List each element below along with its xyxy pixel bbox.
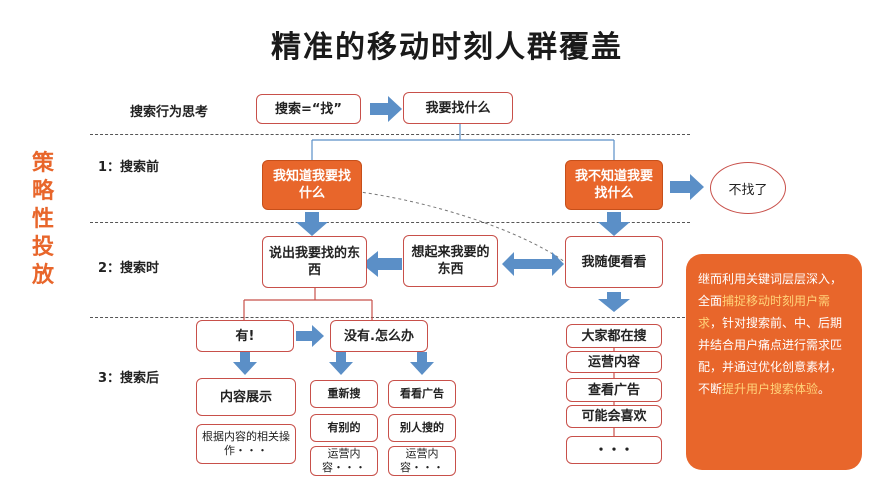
not-found-oval: 不找了 (710, 162, 786, 214)
arrow-down (233, 352, 257, 375)
note-text: ，针对搜索前、中、后期并结合用户痛点进行需求匹配，并通过优化创意素材，不断 (698, 316, 843, 396)
ops-content-box: 运营内容・・・ (388, 446, 456, 476)
stage-before: 1：搜索前 (98, 160, 160, 175)
arrow-down (598, 212, 630, 236)
summary-note: 继而利用关键词层层深入，全面捕捉移动时刻用户需求，针对搜索前、中、后期并结合用户… (686, 254, 862, 470)
separator-line (90, 222, 690, 223)
diagram-title: 精准的移动时刻人群覆盖 (271, 30, 623, 65)
note-text: 继而利用关键词层层深入，全面 (698, 272, 843, 308)
content-display-box: 内容展示 (196, 378, 296, 416)
separator-line (90, 317, 690, 318)
stage-during: 2：搜索时 (98, 261, 160, 276)
what-to-find-box: 我要找什么 (403, 92, 513, 124)
more-dots-box: ・・・ (566, 436, 662, 464)
arrow-right (296, 325, 324, 347)
see-ads-box: 看看广告 (388, 380, 456, 408)
arrow-right (670, 174, 704, 200)
remember-box: 想起来我要的东西 (403, 235, 498, 287)
browse-box: 我随便看看 (565, 236, 663, 288)
view-ads-box: 查看广告 (566, 378, 662, 402)
arrow-left (362, 251, 402, 277)
arrow-down (598, 292, 630, 312)
stage-think: 搜索行为思考 (130, 105, 209, 120)
arrow-down (329, 352, 353, 375)
other-search-box: 别人搜的 (388, 414, 456, 442)
dont-know-box: 我不知道我要找什么 (565, 160, 663, 210)
search-equals-find-box: 搜索=“找” (256, 94, 361, 124)
note-highlight: 提升用户搜索体验 (722, 382, 819, 396)
may-like-box: 可能会喜欢 (566, 405, 662, 428)
stage-after: 3：搜索后 (98, 371, 160, 386)
have-box: 有! (196, 320, 294, 352)
branch-connector (311, 124, 615, 160)
arrow-down (296, 212, 328, 236)
cross-connector (344, 189, 566, 263)
re-search-box: 重新搜 (310, 380, 378, 408)
side-label-char: 性 (31, 207, 54, 232)
note-text: 。 (818, 382, 831, 396)
side-label: 策 略 性 投 放 (28, 150, 58, 290)
arrow-double (502, 252, 564, 276)
others-box: 有别的 (310, 414, 378, 442)
side-label-char: 放 (31, 263, 54, 288)
none-box: 没有.怎么办 (330, 320, 428, 352)
side-label-char: 投 (31, 235, 54, 260)
everyone-search-box: 大家都在搜 (566, 324, 662, 348)
side-label-char: 略 (31, 179, 54, 204)
separator-line (90, 134, 690, 135)
arrow-down (410, 352, 434, 375)
arrow-right (370, 96, 402, 122)
branch-connector (243, 288, 373, 320)
side-label-char: 策 (31, 151, 54, 176)
note-highlight: 捕捉移动时刻用户需求 (698, 294, 831, 330)
ops-content-box: 运营内容・・・ (310, 446, 378, 476)
ops-content-box: 运营内容 (566, 351, 662, 373)
content-ops-box: 根据内容的相关操作・・・ (196, 424, 296, 464)
know-what-box: 我知道我要找什么 (262, 160, 362, 210)
say-want-box: 说出我要找的东西 (262, 236, 367, 288)
